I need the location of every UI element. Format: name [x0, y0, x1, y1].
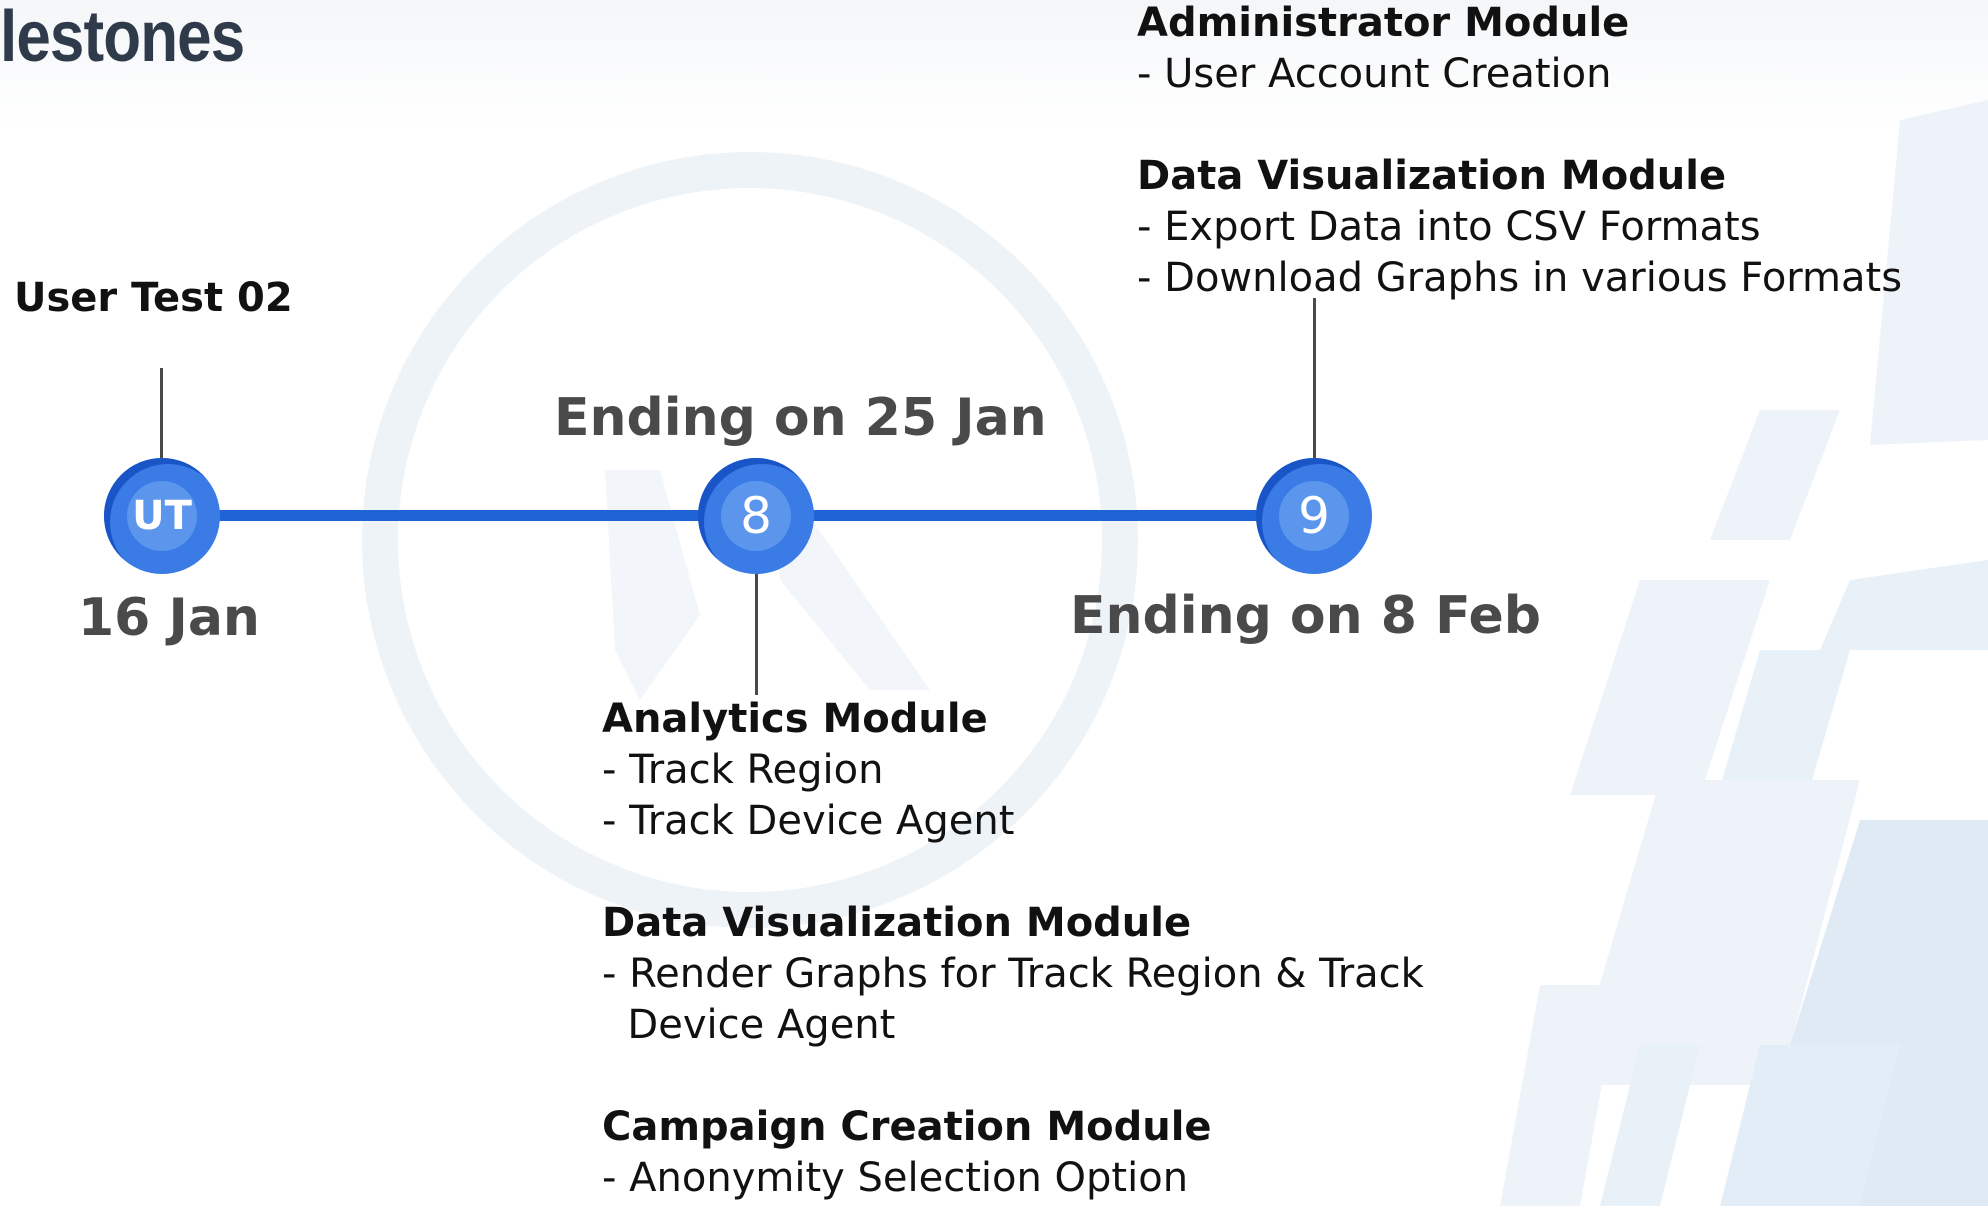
header-band	[0, 0, 1988, 130]
milestone-2-group-1-item: - Track Device Agent	[602, 798, 1015, 844]
milestone-3-group-2-item: - Download Graphs in various Formats	[1137, 255, 1903, 301]
milestone-1-connector	[160, 368, 163, 458]
milestone-2-group-2-heading: Data Visualization Module	[602, 900, 1192, 946]
milestone-1-heading: User Test 02	[14, 275, 293, 321]
milestone-2-group-1-heading: Analytics Module	[602, 696, 988, 742]
milestone-2-group-3-item: - Anonymity Selection Option	[602, 1155, 1189, 1201]
milestone-2-connector	[755, 570, 758, 695]
milestone-2-group-3-heading: Campaign Creation Module	[602, 1104, 1212, 1150]
milestone-3-date: Ending on 8 Feb	[1070, 586, 1541, 646]
milestone-2-group-2-item: Device Agent	[602, 1002, 896, 1048]
milestone-3-node: 9	[1256, 458, 1372, 574]
milestone-3-group-2-heading: Data Visualization Module	[1137, 153, 1727, 199]
milestone-3-group-1-item: - User Account Creation	[1137, 51, 1612, 97]
milestone-1-node: UT	[104, 458, 220, 574]
milestone-3-group-1-heading: Administrator Module	[1137, 0, 1630, 46]
milestone-2-node: 8	[698, 458, 814, 574]
milestone-1-date: 16 Jan	[78, 588, 260, 648]
milestone-2-badge: 8	[721, 481, 791, 551]
page-title: lestones	[0, 0, 245, 77]
milestone-2-group-1-item: - Track Region	[602, 747, 884, 793]
milestone-3-badge: 9	[1279, 481, 1349, 551]
milestone-1-badge: UT	[127, 481, 197, 551]
milestone-3-connector	[1313, 298, 1316, 458]
milestone-3-group-2-item: - Export Data into CSV Formats	[1137, 204, 1761, 250]
milestone-2-date: Ending on 25 Jan	[554, 388, 1047, 448]
milestone-2-group-2-item: - Render Graphs for Track Region & Track	[602, 951, 1424, 997]
